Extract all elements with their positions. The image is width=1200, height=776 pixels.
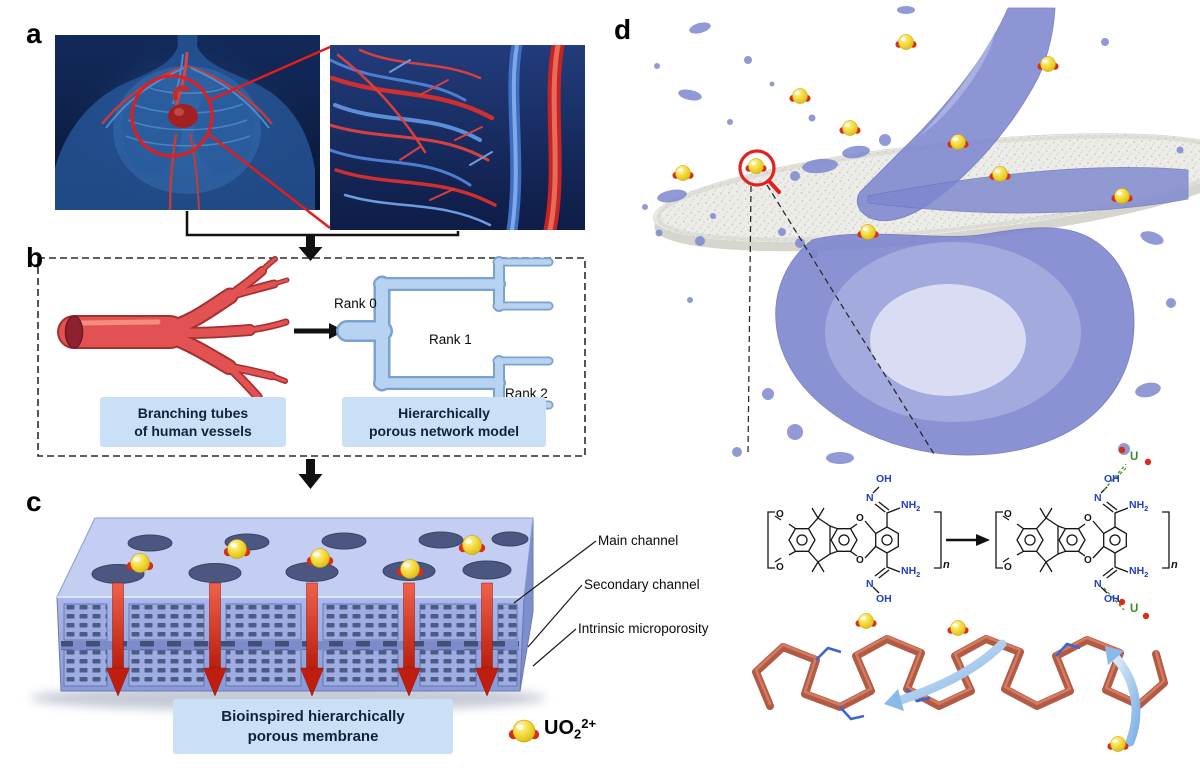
ion-transport-arrow-head (884, 689, 904, 711)
down-arrow-b-to-c-icon (298, 459, 323, 489)
heart-highlight-circle (130, 74, 214, 158)
magnifier-circle-icon (738, 149, 776, 187)
oxygen-label: O (1084, 513, 1092, 524)
amine-label: NH2 (901, 566, 920, 579)
chemistry-mechanism-drawing (752, 446, 1170, 752)
amine-sub: 2 (916, 504, 921, 514)
uranium-label: U (1130, 603, 1139, 615)
panel-c-label: c (26, 486, 42, 517)
label-main-channel: Main channel (598, 533, 679, 548)
caption-membrane: Bioinspired hierarchically porous membra… (173, 699, 453, 754)
panel-b-dashed-box (37, 257, 586, 457)
label-intrinsic-microporosity: Intrinsic microporosity (578, 621, 709, 636)
amine-nh: NH (901, 499, 917, 511)
panel-a-illustration (55, 35, 585, 261)
oxygen-label: O (856, 555, 864, 566)
hydroxyl-label: OH (876, 593, 892, 605)
panel-d-label: d (614, 14, 632, 45)
branching-vessel-drawing (57, 256, 290, 410)
uranyl-ion-icon (895, 34, 917, 50)
uranyl-ion-icon (745, 157, 767, 175)
rank-0-label: Rank 0 (334, 296, 377, 311)
oxygen-label: O (1004, 562, 1012, 573)
amine-nh: NH (1129, 565, 1145, 577)
panel-d-illustration (642, 6, 1200, 464)
amine-nh: NH (901, 565, 917, 577)
nitrogen-label: N (866, 492, 874, 504)
oxygen-label: O (776, 562, 784, 573)
annotation-pointer-lines (513, 540, 597, 667)
polymer-chain-drawing (752, 635, 1168, 747)
reaction-arrow-head (976, 534, 990, 546)
legend-species-charge: 2+ (581, 716, 597, 731)
caption-branching-tubes: Branching tubes of human vessels (100, 397, 286, 447)
panel-b-illustration (37, 256, 586, 457)
bracket-connector (185, 211, 460, 237)
amine-nh: NH (1129, 499, 1145, 511)
legend-species-base: UO (544, 716, 574, 739)
hydroxyl-label: OH (1104, 593, 1120, 605)
oxygen-label: O (776, 509, 784, 520)
caption-network-model: Hierarchically porous network model (342, 397, 546, 447)
nitrogen-label: N (1094, 578, 1102, 590)
amine-label: NH2 (1129, 500, 1148, 513)
down-arrow-a-to-b-icon (298, 234, 323, 261)
zoom-dashed-lines (747, 184, 935, 455)
uranyl-oxygen-dots (1118, 446, 1152, 620)
secondary-channel-band (61, 641, 519, 650)
amine-sub: 2 (1144, 504, 1149, 514)
uranyl-ion-icon (947, 620, 969, 636)
panel-a-label: a (26, 18, 42, 49)
amine-label: NH2 (901, 500, 920, 513)
water-splash-drawing (642, 6, 1189, 464)
amine-sub: 2 (1144, 570, 1149, 580)
uranyl-ion-icon (855, 613, 877, 629)
membrane-3d-drawing (56, 517, 534, 692)
oxygen-label: O (1004, 509, 1012, 520)
oxygen-label: O (1084, 555, 1092, 566)
water-droplets (642, 6, 1184, 464)
amidoxime-side-groups (815, 642, 1081, 721)
flow-arrows (106, 582, 499, 697)
amine-label: NH2 (1129, 566, 1148, 579)
nitrogen-label: N (1094, 492, 1102, 504)
oxygen-label: O (856, 513, 864, 524)
label-secondary-channel: Secondary channel (584, 577, 700, 592)
uranyl-ion-icon (1107, 736, 1129, 752)
repeat-unit-label: n (943, 559, 950, 571)
ion-transport-arrow (896, 639, 1007, 705)
legend-uranyl-label: UO22+ (544, 717, 596, 740)
zoom-indicator-lines (206, 45, 331, 229)
uranyl-ion-icon (672, 164, 694, 182)
nitrogen-label: N (866, 578, 874, 590)
uranyl-ion-icon (839, 120, 861, 137)
ion-transport-arrow (1111, 653, 1141, 747)
magnifier-handle-icon (767, 179, 781, 194)
uranyl-ion-legend-icon (508, 719, 540, 743)
uranium-label: U (1130, 451, 1139, 463)
uranyl-coordination-bonds (1103, 463, 1127, 611)
legend-species-subscript: 2 (574, 726, 582, 742)
ion-transport-arrow-head (1105, 646, 1124, 665)
panel-c-illustration (30, 517, 597, 711)
panel-b-label: b (26, 242, 44, 273)
amine-sub: 2 (916, 570, 921, 580)
uranyl-ion-icon (789, 88, 811, 104)
magnifier-highlight (738, 149, 935, 455)
rank-1-label: Rank 1 (429, 332, 472, 347)
hydroxyl-label: OH (1104, 473, 1120, 485)
hydroxyl-label: OH (876, 473, 892, 485)
blood-vessel-closeup-image (330, 45, 585, 230)
repeat-unit-label: n (1171, 559, 1178, 571)
microporous-blocks (63, 603, 518, 687)
